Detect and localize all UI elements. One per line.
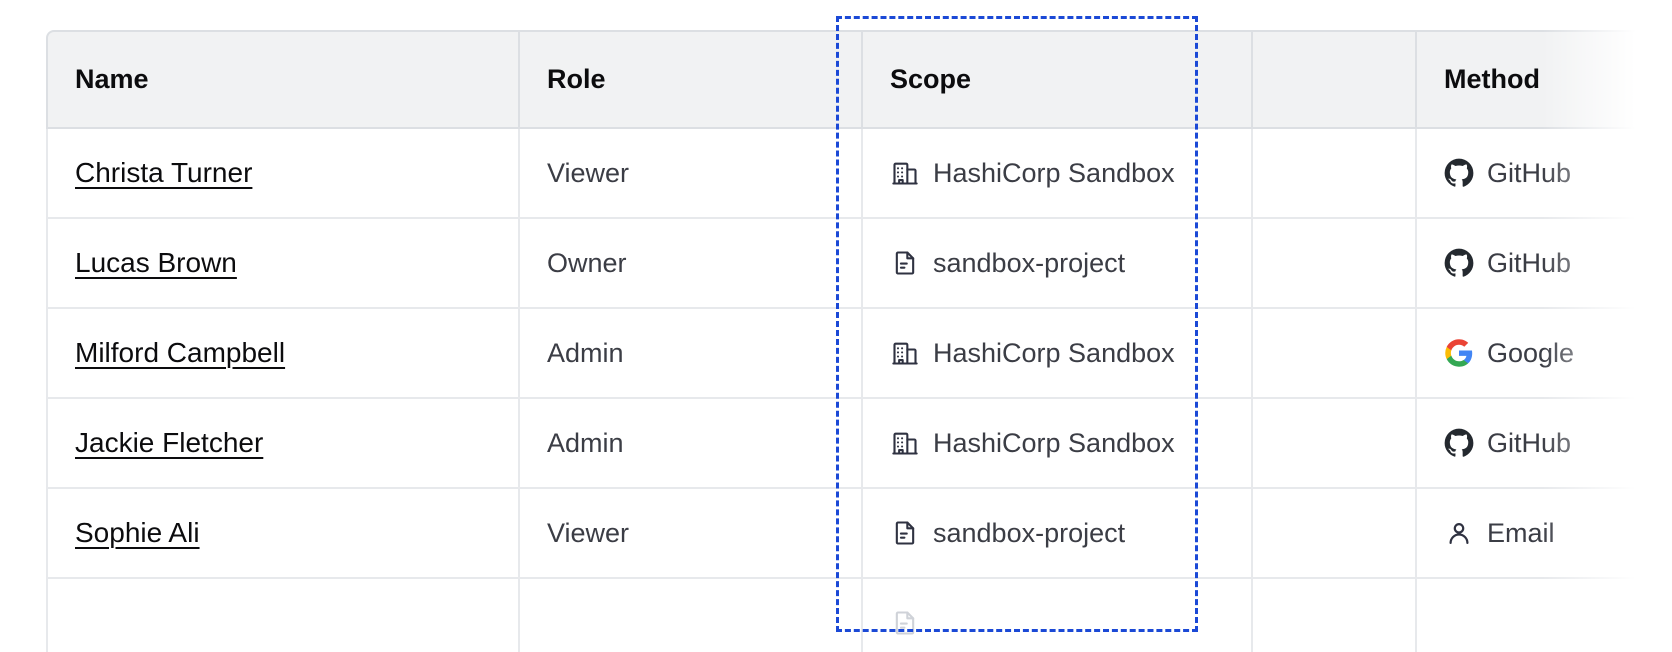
table-row[interactable] — [46, 579, 1672, 652]
cell-method — [1417, 579, 1672, 652]
github-icon — [1444, 428, 1474, 458]
table-row[interactable]: Lucas Brown Owner sa — [46, 219, 1672, 309]
cell-blank — [1253, 399, 1417, 489]
cell-scope: HashiCorp Sandbox — [863, 399, 1253, 489]
cell-method: Google — [1417, 309, 1672, 399]
cell-method: GitHub — [1417, 219, 1672, 309]
method-label: GitHub — [1487, 247, 1572, 278]
member-name-link[interactable]: Lucas Brown — [75, 247, 237, 278]
scope-label: HashiCorp Sandbox — [933, 157, 1175, 188]
table-row[interactable]: Milford Campbell Admin — [46, 309, 1672, 399]
member-name-link[interactable]: Christa Turner — [75, 157, 253, 188]
table-row[interactable]: Sophie Ali Viewer sa — [46, 489, 1672, 579]
column-header-role[interactable]: Role — [520, 30, 863, 129]
scope-label: sandbox-project — [933, 247, 1126, 278]
column-header-scope[interactable]: Scope — [863, 30, 1253, 129]
cell-scope: sandbox-project — [863, 489, 1253, 579]
cell-blank — [1253, 309, 1417, 399]
column-header-name[interactable]: Name — [46, 30, 520, 129]
table-row[interactable]: Christa Turner Viewer — [46, 129, 1672, 219]
cell-role — [520, 579, 863, 652]
google-icon — [1444, 338, 1474, 368]
method-label: Google — [1487, 337, 1575, 368]
organization-building-icon — [890, 158, 920, 188]
cell-name: Milford Campbell — [46, 309, 520, 399]
method-label: GitHub — [1487, 427, 1572, 458]
scope-label: sandbox-project — [933, 517, 1126, 548]
cell-role: Viewer — [520, 489, 863, 579]
members-table-container: Name Role Scope Method Christa Turner Vi… — [46, 30, 1672, 652]
cell-scope — [863, 579, 1253, 652]
cell-role: Viewer — [520, 129, 863, 219]
cell-name: Lucas Brown — [46, 219, 520, 309]
cell-blank — [1253, 129, 1417, 219]
member-name-link[interactable]: Milford Campbell — [75, 337, 286, 368]
column-header-blank[interactable] — [1253, 30, 1417, 129]
organization-building-icon — [890, 338, 920, 368]
cell-name — [46, 579, 520, 652]
table-row[interactable]: Jackie Fletcher Admin — [46, 399, 1672, 489]
cell-method: GitHub — [1417, 399, 1672, 489]
cell-method: Email — [1417, 489, 1672, 579]
user-person-icon — [1444, 518, 1474, 548]
cell-role: Admin — [520, 399, 863, 489]
member-name-link[interactable]: Sophie Ali — [75, 517, 200, 548]
members-table: Name Role Scope Method Christa Turner Vi… — [46, 30, 1672, 652]
organization-building-icon — [890, 428, 920, 458]
cell-scope: HashiCorp Sandbox — [863, 129, 1253, 219]
project-document-icon — [890, 248, 920, 278]
column-header-method[interactable]: Method — [1417, 30, 1672, 129]
project-document-icon — [890, 518, 920, 548]
cell-name: Jackie Fletcher — [46, 399, 520, 489]
cell-scope: HashiCorp Sandbox — [863, 309, 1253, 399]
table-header-row: Name Role Scope Method — [46, 30, 1672, 129]
member-name-link[interactable]: Jackie Fletcher — [75, 427, 264, 458]
cell-name: Christa Turner — [46, 129, 520, 219]
method-label: GitHub — [1487, 157, 1572, 188]
scope-label: HashiCorp Sandbox — [933, 427, 1175, 458]
cell-scope: sandbox-project — [863, 219, 1253, 309]
table-body: Christa Turner Viewer — [46, 129, 1672, 652]
scope-label: HashiCorp Sandbox — [933, 337, 1175, 368]
cell-blank — [1253, 579, 1417, 652]
cell-method: GitHub — [1417, 129, 1672, 219]
cell-name: Sophie Ali — [46, 489, 520, 579]
github-icon — [1444, 248, 1474, 278]
cell-blank — [1253, 219, 1417, 309]
method-label: Email — [1487, 517, 1555, 548]
project-document-icon — [890, 608, 920, 638]
table-header: Name Role Scope Method — [46, 30, 1672, 129]
cell-blank — [1253, 489, 1417, 579]
cell-role: Owner — [520, 219, 863, 309]
github-icon — [1444, 158, 1474, 188]
cell-role: Admin — [520, 309, 863, 399]
